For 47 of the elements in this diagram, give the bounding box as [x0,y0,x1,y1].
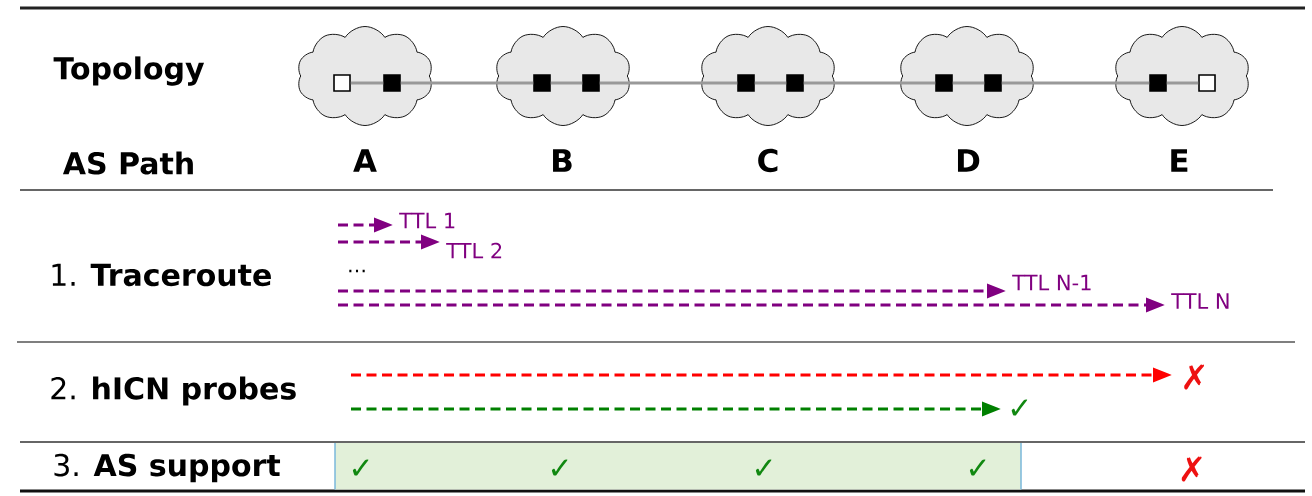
connection-line [400,81,534,85]
square-marker [383,74,401,92]
cloud-shape [701,26,835,126]
square-marker [333,74,351,92]
cloud-shape [1115,26,1249,126]
square-marker [582,74,600,92]
row-label: 1. Traceroute [52,263,271,287]
column-letter: B [553,149,572,172]
row-label: 2. hICN probes [51,376,296,406]
cross-mark: ✗ [1184,364,1205,390]
cross-mark: ✗ [1181,456,1202,482]
square-marker [737,74,755,92]
check-mark: ✓ [969,459,986,476]
ttl-label: TTL N-1 [1012,274,1091,291]
square-marker [533,74,551,92]
ttl-label: TTL 1 [399,212,455,229]
cloud-shape [298,26,432,126]
row-label: 3. AS support [54,453,281,483]
cloud-shape [900,26,1034,126]
check-mark: ✓ [755,459,772,476]
cloud-shape [496,26,630,126]
check-mark: ✓ [1011,399,1028,416]
ttl-label: TTL 2 [446,242,502,259]
column-letter: A [353,149,377,172]
square-marker [935,74,953,92]
square-marker [786,74,804,92]
row-label: Topology [53,56,205,86]
connection-line [952,81,985,85]
highlight-band [334,442,1022,491]
square-marker [1198,74,1216,92]
column-letter: D [958,149,980,172]
connection-line [803,81,936,85]
ellipsis: … [349,269,365,273]
connection-line [350,81,384,85]
connection-line [754,81,787,85]
column-letter: C [758,148,778,173]
connection-line [599,81,738,85]
check-mark: ✓ [551,459,568,476]
row-label: AS Path [62,151,193,175]
connection-line [550,81,583,85]
square-marker [984,74,1002,92]
check-mark: ✓ [352,459,369,476]
ttl-label: TTL N [1171,293,1229,309]
connection-line [1001,81,1150,85]
column-letter: E [1171,149,1188,172]
connection-line [1166,81,1199,85]
square-marker [1149,74,1167,92]
